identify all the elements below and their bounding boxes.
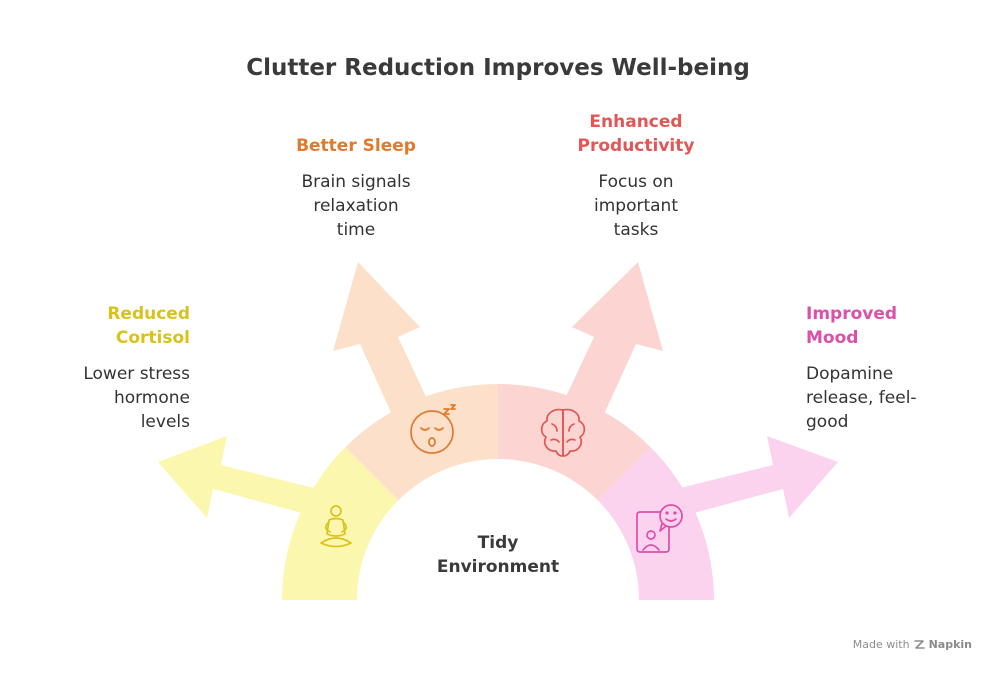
brain-icon bbox=[540, 408, 586, 457]
branch-label-improved-mood: Improved Mood bbox=[806, 302, 966, 350]
branch-label-line: Reduced bbox=[107, 304, 190, 324]
branch-desc-improved-mood: Dopamine release, feel- good bbox=[806, 362, 966, 434]
arc-segment-reduced-cortisol bbox=[282, 447, 399, 600]
branch-label-reduced-cortisol: Reduced Cortisol bbox=[40, 302, 190, 350]
branch-desc-line: Dopamine bbox=[806, 364, 894, 384]
branch-desc-line: hormone bbox=[113, 388, 190, 408]
diagram-title: Clutter Reduction Improves Well-being bbox=[246, 55, 750, 81]
branch-label-line: Enhanced bbox=[589, 112, 683, 132]
branch-desc-better-sleep: Brain signals relaxation time bbox=[266, 170, 446, 242]
branch-label-enhanced-productivity: Enhanced Productivity bbox=[546, 110, 726, 158]
watermark-brand: Napkin bbox=[928, 638, 972, 651]
branch-desc-line: relaxation bbox=[313, 196, 399, 216]
arrow-enhanced-productivity bbox=[555, 262, 663, 432]
branch-desc-line: important bbox=[594, 196, 678, 216]
meditation-icon bbox=[320, 505, 352, 548]
arc-segment-better-sleep bbox=[345, 384, 498, 501]
watermark: Made with Napkin bbox=[853, 638, 972, 651]
branch-label-line: Better Sleep bbox=[296, 136, 416, 156]
branch-desc-line: Brain signals bbox=[301, 172, 411, 192]
sleeping-face-icon bbox=[410, 404, 456, 454]
branch-desc-line: time bbox=[336, 220, 376, 240]
happy-chat-icon bbox=[636, 504, 683, 553]
branch-desc-line: release, feel- bbox=[806, 388, 917, 408]
arrow-better-sleep bbox=[333, 262, 437, 432]
center-label-line: Tidy bbox=[477, 533, 519, 553]
branch-label-line: Mood bbox=[806, 328, 859, 348]
center-label-line: Environment bbox=[436, 557, 560, 577]
branch-desc-enhanced-productivity: Focus on important tasks bbox=[546, 170, 726, 242]
branch-label-line: Cortisol bbox=[115, 328, 190, 348]
arc-segment-improved-mood bbox=[597, 447, 714, 600]
napkin-logo-icon bbox=[913, 640, 925, 649]
branch-desc-line: Lower stress bbox=[83, 364, 190, 384]
branch-desc-line: tasks bbox=[613, 220, 659, 240]
branch-label-line: Productivity bbox=[577, 136, 695, 156]
arc-segment-enhanced-productivity bbox=[498, 384, 651, 501]
center-label: Tidy Environment bbox=[398, 531, 598, 579]
branch-label-better-sleep: Better Sleep bbox=[266, 134, 446, 158]
arrow-reduced-cortisol bbox=[158, 436, 342, 520]
branch-label-line: Improved bbox=[806, 304, 898, 324]
branch-desc-line: Focus on bbox=[598, 172, 674, 192]
branch-desc-reduced-cortisol: Lower stress hormone levels bbox=[40, 362, 190, 434]
branch-desc-line: levels bbox=[140, 412, 190, 432]
branch-desc-line: good bbox=[806, 412, 849, 432]
watermark-prefix: Made with bbox=[852, 638, 910, 651]
arrow-improved-mood bbox=[652, 436, 838, 520]
